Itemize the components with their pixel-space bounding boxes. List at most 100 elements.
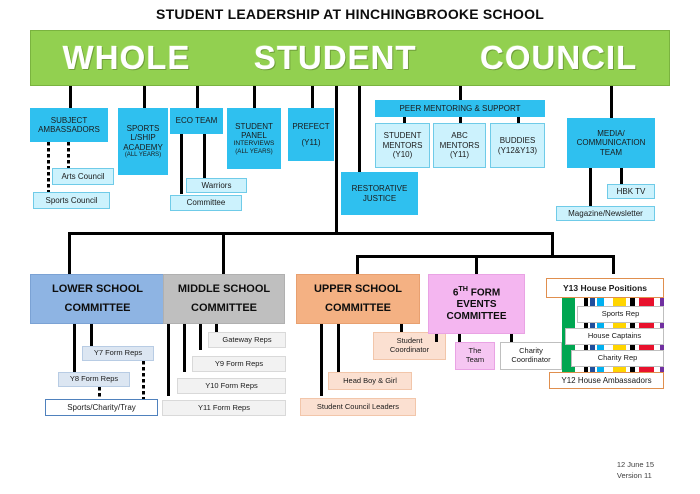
whole-student-council-banner: WHOLE STUDENT COUNCIL	[30, 30, 670, 86]
connector-eco-team-to-committee	[180, 134, 183, 194]
footer-meta: 12 June 15 Version 11	[617, 460, 654, 482]
box-sports-leadership-academy[interactable]: SPORTS L/SHIP ACADEMY (ALL YEARS)	[118, 108, 168, 175]
box-committee[interactable]: Committee	[170, 195, 242, 211]
connector-peer-to-student-mentors	[403, 117, 406, 123]
box-magazine-newsletter[interactable]: Magazine/Newsletter	[556, 206, 655, 221]
box-student-coordinator[interactable]: Student Coordinator	[373, 332, 446, 360]
sports-council-label: Sports Council	[45, 195, 98, 205]
box-head-boy-girl[interactable]: Head Boy & Girl	[328, 372, 412, 390]
box-warriors[interactable]: Warriors	[186, 178, 247, 193]
box-sports-rep[interactable]: Sports Rep	[577, 306, 664, 323]
box-lower-school-committee[interactable]: LOWER SCHOOL COMMITTEE	[30, 274, 165, 324]
connector-banner-to-sports-academy	[143, 86, 146, 108]
lower-school-line1: LOWER SCHOOL	[51, 283, 144, 296]
student-panel-line3: INTERVIEWS	[233, 140, 275, 148]
sixth-form-ordinal: TH	[458, 284, 468, 294]
sixth-form-line1: 6TH FORM	[452, 284, 500, 299]
connector-middle-to-y10	[183, 324, 186, 372]
y9-form-reps-label: Y9 Form Reps	[214, 358, 264, 368]
student-coordinator-line1: Student	[396, 336, 423, 346]
connector-banner-to-eco-team	[196, 86, 199, 108]
box-student-panel-interviews[interactable]: STUDENT PANEL INTERVIEWS (ALL YEARS)	[227, 108, 281, 169]
box-charity-rep[interactable]: Charity Rep	[571, 350, 664, 367]
abc-mentors-line2: MENTORS	[439, 140, 480, 150]
box-y11-form-reps[interactable]: Y11 Form Reps	[162, 400, 286, 416]
charity-coordinator-line1: Charity	[519, 346, 543, 356]
sixth-form-line3: COMMITTEE	[446, 311, 507, 323]
charity-coordinator-line2: Coordinator	[511, 355, 551, 364]
box-arts-council[interactable]: Arts Council	[52, 168, 114, 185]
box-y13-house-positions[interactable]: Y13 House Positions	[546, 278, 664, 298]
box-house-captains[interactable]: House Captains	[565, 328, 664, 345]
connector-lower-to-y8	[73, 324, 76, 372]
box-abc-mentors[interactable]: ABC MENTORS (Y11)	[433, 123, 486, 168]
connector-trunk-to-lower-school	[68, 232, 71, 274]
middle-school-line2: COMMITTEE	[191, 302, 257, 314]
box-y12-house-ambassadors[interactable]: Y12 House Ambassadors	[549, 372, 664, 389]
connector-sixth-to-charity-coordinator	[510, 334, 513, 342]
banner-word-student: STUDENT	[253, 39, 417, 76]
box-buddies[interactable]: BUDDIES (Y12&Y13)	[490, 123, 545, 168]
student-council-leaders-label: Student Council Leaders	[316, 401, 400, 411]
eco-team-label: ECO TEAM	[175, 116, 218, 126]
sports-academy-line2: L/SHIP	[130, 133, 156, 143]
connector-to-sixth-form	[475, 255, 478, 274]
box-prefect[interactable]: PREFECT (Y11)	[288, 108, 334, 161]
box-gateway-reps[interactable]: Gateway Reps	[208, 332, 286, 348]
box-sports-charity-tray[interactable]: Sports/Charity/Tray	[45, 399, 158, 416]
banner-word-council: COUNCIL	[479, 39, 638, 76]
y12-house-ambassadors-label: Y12 House Ambassadors	[561, 375, 652, 385]
box-y10-form-reps[interactable]: Y10 Form Reps	[177, 378, 286, 394]
banner-word-whole: WHOLE	[62, 39, 191, 76]
the-team-line2: Team	[465, 355, 485, 364]
y8-form-reps-label: Y8 Form Reps	[69, 374, 119, 384]
box-eco-team[interactable]: ECO TEAM	[170, 108, 223, 134]
box-upper-school-committee[interactable]: UPPER SCHOOL COMMITTEE	[296, 274, 420, 324]
upper-school-line2: COMMITTEE	[325, 302, 391, 314]
box-y9-form-reps[interactable]: Y9 Form Reps	[192, 356, 286, 372]
connector-upper-to-head-boy-girl	[337, 324, 340, 372]
middle-school-line1: MIDDLE SCHOOL	[177, 283, 271, 296]
connector-lower-to-y7	[90, 324, 93, 346]
student-panel-line1: STUDENT	[235, 121, 273, 131]
student-mentors-line3: (Y10)	[392, 150, 413, 160]
student-panel-line4: (ALL YEARS)	[235, 148, 273, 156]
connector-media-to-hbk-tv	[620, 168, 623, 184]
student-panel-line2: PANEL	[241, 130, 267, 140]
student-mentors-line1: STUDENT	[383, 131, 422, 141]
box-sports-council[interactable]: Sports Council	[33, 192, 110, 209]
footer-date: 12 June 15	[616, 460, 654, 470]
connector-banner-to-prefect	[311, 86, 314, 108]
box-the-team[interactable]: The Team	[455, 342, 495, 370]
box-sixth-form-events-committee[interactable]: 6TH FORM EVENTS COMMITTEE	[428, 274, 525, 334]
subject-ambassadors-line2: AMBASSADORS	[38, 125, 100, 134]
box-y8-form-reps[interactable]: Y8 Form Reps	[58, 372, 130, 387]
box-restorative-justice[interactable]: RESTORATIVE JUSTICE	[341, 172, 418, 215]
media-line2: COMMUNICATION	[576, 138, 646, 148]
abc-mentors-line1: ABC	[451, 131, 468, 141]
box-peer-mentoring-support[interactable]: PEER MENTORING & SUPPORT	[375, 100, 545, 117]
box-y7-form-reps[interactable]: Y7 Form Reps	[82, 346, 154, 361]
connector-sixth-to-the-team	[458, 334, 461, 342]
connector-banner-to-peer-mentoring	[459, 86, 462, 100]
footer-version: Version 11	[616, 471, 652, 481]
page-title: STUDENT LEADERSHIP AT HINCHINGBROOKE SCH…	[156, 6, 544, 22]
buddies-line1: BUDDIES	[499, 136, 536, 146]
box-subject-ambassadors[interactable]: SUBJECT AMBASSADORS	[30, 108, 108, 142]
connector-sixth-to-student-coordinator-left	[435, 334, 438, 342]
connector-banner-to-main-trunk	[335, 86, 338, 234]
sports-academy-line1: SPORTS	[126, 123, 160, 133]
arts-council-label: Arts Council	[61, 171, 105, 181]
box-media-communication-team[interactable]: MEDIA/ COMMUNICATION TEAM	[567, 118, 655, 168]
sixth-form-numeral: 6	[452, 287, 459, 299]
peer-mentoring-label: PEER MENTORING & SUPPORT	[399, 103, 521, 113]
lower-school-line2: COMMITTEE	[64, 302, 131, 314]
box-student-mentors[interactable]: STUDENT MENTORS (Y10)	[375, 123, 430, 168]
box-hbk-tv[interactable]: HBK TV	[607, 184, 655, 199]
committee-label: Committee	[186, 198, 226, 208]
box-student-council-leaders[interactable]: Student Council Leaders	[300, 398, 416, 416]
box-middle-school-committee[interactable]: MIDDLE SCHOOL COMMITTEE	[163, 274, 285, 324]
gateway-reps-label: Gateway Reps	[222, 334, 272, 344]
box-charity-coordinator[interactable]: Charity Coordinator	[500, 342, 562, 370]
